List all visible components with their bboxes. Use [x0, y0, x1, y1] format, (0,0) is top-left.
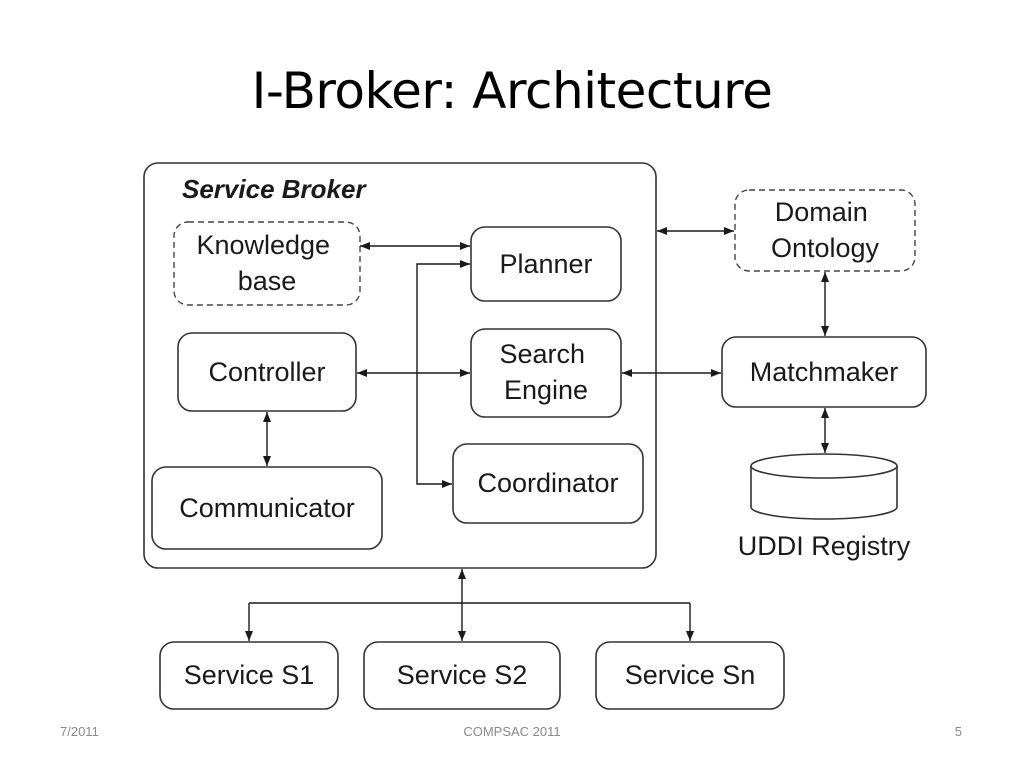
service-sn-label: Service Sn: [625, 660, 756, 690]
communicator-label: Communicator: [179, 493, 355, 523]
knowledge-base-line-2: base: [238, 266, 297, 296]
controller-label: Controller: [208, 357, 325, 387]
search-engine-line-2: Engine: [504, 375, 588, 405]
service-s1-box: [159, 641, 339, 710]
matchmaker-box: [721, 336, 927, 408]
service-s2-label: Service S2: [397, 660, 528, 690]
domain-ontology-label: Domain Ontology: [771, 197, 880, 263]
service-s1-label: Service S1: [184, 660, 315, 690]
domain-ontology-line-1: Domain: [775, 197, 868, 227]
connector-planner-coordinator: [416, 260, 470, 488]
planner-label: Planner: [499, 249, 592, 279]
footer-page-number: 5: [954, 724, 962, 739]
service-s2-box: [363, 641, 561, 710]
knowledge-base-line-1: Knowledge: [196, 230, 330, 260]
slide-title: I-Broker: Architecture: [251, 62, 773, 120]
search-engine-box: [470, 328, 622, 418]
service-broker-box: [143, 162, 657, 569]
domain-ontology-line-2: Ontology: [771, 233, 880, 263]
uddi-registry-cylinder: [750, 453, 898, 520]
planner-box: [470, 226, 622, 302]
domain-ontology-box: [734, 189, 916, 272]
knowledge-base-label: Knowledge base: [196, 230, 337, 296]
coordinator-label: Coordinator: [477, 468, 618, 498]
search-engine-line-1: Search: [499, 339, 585, 369]
footer-conference: COMPSAC 2011: [463, 724, 561, 739]
service-broker-label: Service Broker: [182, 174, 367, 204]
controller-box: [177, 332, 357, 412]
search-engine-label: Search Engine: [499, 339, 592, 405]
footer-date: 7/2011: [60, 724, 99, 739]
service-sn-box: [595, 641, 785, 710]
knowledge-base-box: [173, 221, 361, 306]
matchmaker-label: Matchmaker: [750, 357, 899, 387]
communicator-box: [151, 466, 383, 550]
uddi-registry-label: UDDI Registry: [738, 531, 911, 561]
